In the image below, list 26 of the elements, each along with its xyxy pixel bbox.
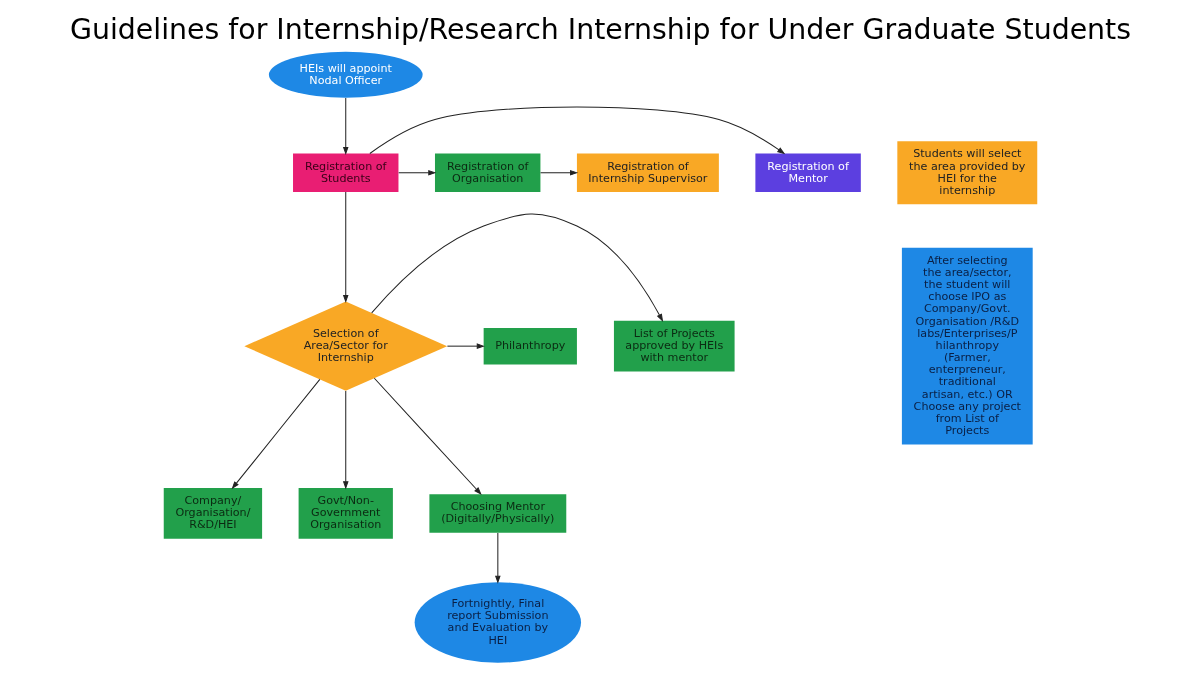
node-diamond: Selection of Area/Sector for Internship [243, 301, 447, 391]
diagram-title: Guidelines for Internship/Research Internship for Under Graduate Students [69, 13, 1131, 47]
node-box: Govt/Non- Government Organisation [298, 488, 393, 539]
node-ellipse: Fortnightly, Final report Submission and Evaluation by HEI [414, 582, 581, 663]
arrow [397, 169, 436, 176]
arrow [342, 97, 349, 155]
arrow [368, 106, 785, 155]
node-box: Company/ Organisation/ R&D/HEI [163, 488, 262, 539]
arrow [342, 191, 349, 303]
node-box: List of Projects approved by HEIs with mentor [613, 320, 735, 372]
arrow [342, 390, 349, 490]
node-box: Students will select the area provided by HEI for the internship [896, 141, 1037, 205]
node-ellipse: HEIs will appoint Nodal Officer [268, 51, 423, 98]
node-box: Registration of Mentor [754, 153, 861, 192]
arrow [539, 169, 578, 176]
node-box: After selecting the area/sector, the student will choose IPO as Company/Govt. Organisation /R&D labs/Enterprises/Philanthropy (Farmer, enterpreneur, traditional artisan, etc.) OR Choose any project from List of Projects [901, 247, 1033, 445]
node-box: Registration of Organisation [434, 153, 540, 192]
arrow [373, 377, 482, 495]
arrow [446, 343, 485, 349]
node-box: Choosing Mentor (Digitally/Physically) [428, 494, 566, 533]
node-box: Registration of Internship Supervisor [576, 153, 719, 192]
arrow [494, 532, 501, 584]
arrow [231, 378, 320, 490]
node-box: Registration of Students [292, 153, 398, 192]
node-box: Philanthropy [483, 327, 577, 365]
arrow [370, 213, 663, 322]
